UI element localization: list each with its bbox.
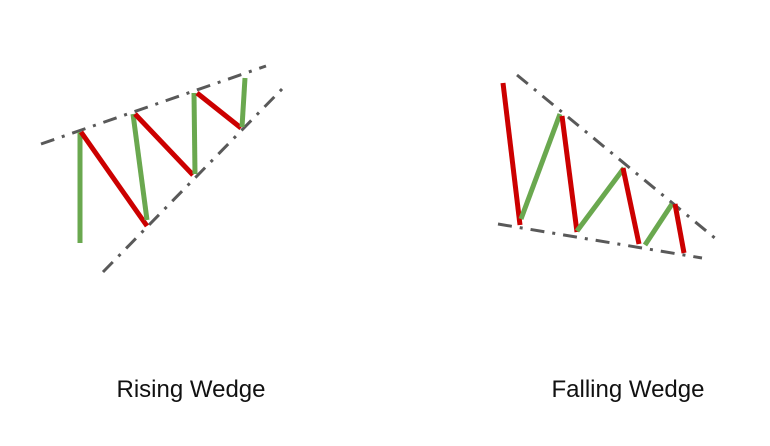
rising-upper-trendline [40, 64, 267, 146]
falling-upper-trendline [516, 73, 717, 241]
rising-up-leg [130, 113, 150, 221]
rising-wedge [40, 64, 285, 274]
falling-down-leg [500, 82, 523, 226]
rising-wedge-label: Rising Wedge [116, 376, 266, 403]
falling-down-leg [672, 203, 687, 254]
rising-down-leg [133, 112, 195, 177]
falling-up-leg [518, 113, 563, 220]
falling-up-leg [574, 166, 627, 233]
falling-up-leg [642, 202, 675, 247]
falling-wedge [497, 73, 717, 260]
falling-down-leg [620, 167, 642, 245]
rising-up-leg [191, 92, 198, 175]
falling-down-leg [559, 115, 580, 233]
falling-wedge-label: Falling Wedge [551, 376, 705, 403]
rising-down-leg [78, 130, 150, 228]
rising-lower-trendline [101, 86, 285, 274]
rising-up-leg [239, 77, 248, 128]
falling-lower-trendline [497, 222, 703, 260]
rising-down-leg [195, 91, 243, 130]
